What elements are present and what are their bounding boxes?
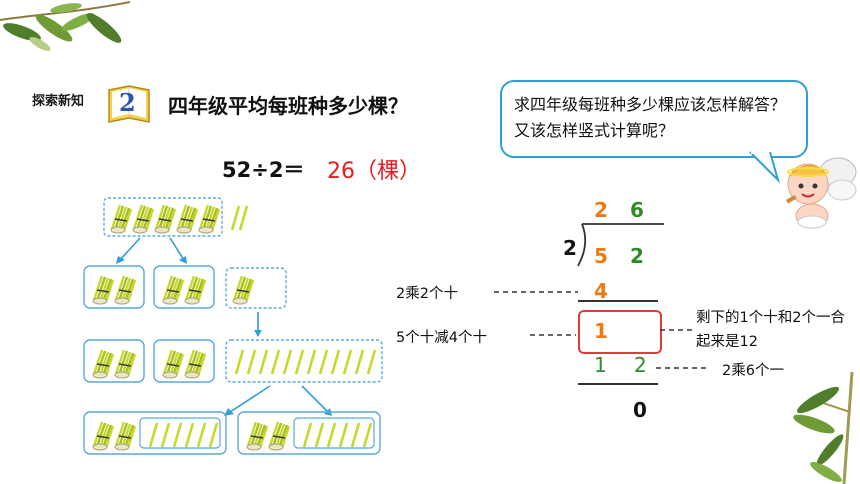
bamboo-decoration-bottom-right-icon — [793, 372, 854, 484]
annotation-left-2: 5个十减4个十 — [396, 330, 487, 346]
dashed-leader-right-1 — [660, 329, 696, 331]
division-line-1 — [578, 300, 658, 302]
bamboo-decoration-top-left-icon — [0, 1, 131, 51]
step2-tens: 1 — [594, 353, 607, 377]
speech-bubble-text: 求四年级每班种多少棵应该怎样解答？又该怎样竖式计算呢？ — [514, 95, 787, 140]
dashed-leader-right-2 — [656, 367, 706, 369]
problem-number-badge: 2 — [106, 82, 152, 126]
annotation-left-1: 2乘2个十 — [396, 286, 458, 302]
annotation-right-2: 2乘6个一 — [722, 363, 784, 379]
equation-expression: 52÷2＝ — [222, 158, 305, 182]
divisor: 2 — [563, 236, 577, 260]
dividend-ones: 2 — [630, 244, 644, 268]
cupid-mascot-icon — [786, 157, 857, 229]
final-remainder: 0 — [633, 398, 647, 422]
dashed-leader-left-1 — [494, 291, 578, 293]
division-bracket — [577, 223, 664, 267]
badge-number: 2 — [119, 88, 136, 117]
quotient-ones: 6 — [630, 198, 644, 222]
division-line-2 — [578, 383, 658, 385]
page-title: 四年级平均每班种多少棵？ — [168, 94, 408, 118]
step1-product: 4 — [594, 279, 608, 303]
remainder-highlight-box — [578, 310, 662, 354]
step2-ones: 2 — [634, 353, 647, 377]
dashed-leader-left-2 — [530, 334, 576, 336]
equation-answer: 26（棵） — [327, 159, 421, 184]
book-icon — [108, 85, 150, 123]
dividend-tens: 5 — [594, 244, 608, 268]
stick-bundle-illustration — [83, 197, 383, 455]
speech-bubble-tail-icon — [749, 150, 781, 184]
quotient-tens: 2 — [594, 198, 608, 222]
section-tag: 探索新知 — [32, 94, 85, 109]
remainder-tens: 1 — [594, 319, 608, 343]
annotation-right-1: 剩下的1个十和2个一合起来是12 — [696, 310, 845, 350]
speech-bubble — [500, 80, 808, 158]
